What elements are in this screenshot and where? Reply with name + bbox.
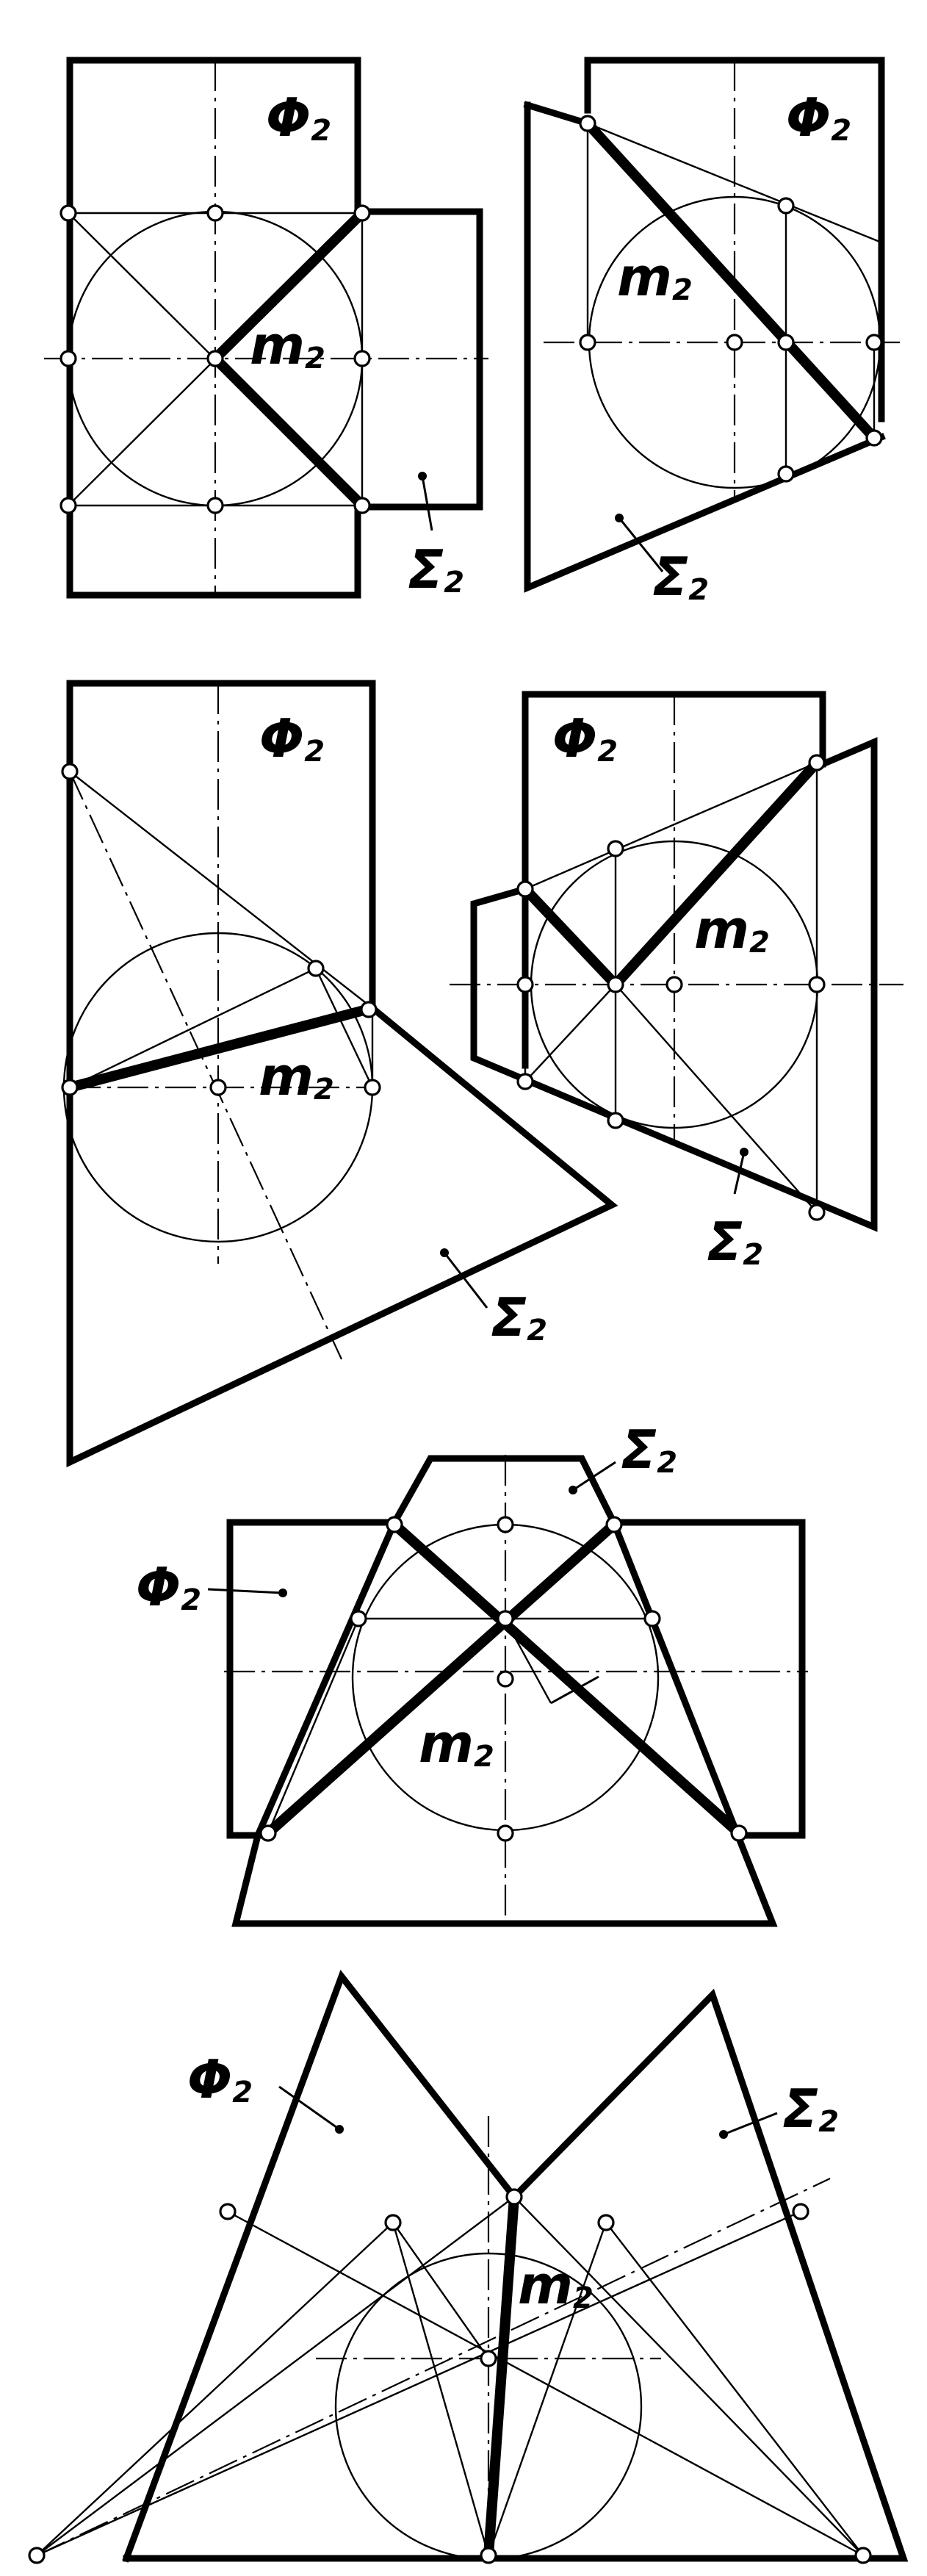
panel-6-intersection-line-m (483, 2196, 519, 2556)
panel-4: Φ2 m2 Σ2 (450, 691, 903, 1273)
panel-1-sigma-label: Σ2 (408, 539, 464, 600)
panel-4-m-label: m2 (694, 899, 770, 960)
panel-2-sigma-leader (618, 517, 664, 572)
panel-2: Φ2 m2 Σ2 (523, 57, 900, 608)
panel-6-phi-label: Φ2 (187, 2048, 253, 2110)
panel-2-m-label: m2 (617, 246, 693, 308)
panel-3-points (61, 763, 381, 1096)
panel-5-points (259, 1516, 748, 1842)
panel-3-phi-label: Φ2 (259, 708, 325, 769)
panel-6-points (28, 2188, 872, 2564)
panel-5-sigma-dot (569, 1486, 577, 1494)
panel-5-phi-label: Φ2 (136, 1556, 201, 1618)
panel-6-construction-lines (36, 2196, 864, 2557)
panel-4-points (516, 754, 826, 1221)
panel-1-points (59, 204, 371, 514)
panel-5-surface-sigma-outline (231, 1455, 778, 1927)
panel-5-sigma-leader (572, 1461, 616, 1492)
panel-4-sigma-label: Σ2 (707, 1211, 763, 1273)
panel-1-surface-phi-outline (66, 57, 361, 599)
panel-1-sigma-dot (418, 472, 427, 481)
panel-6-phi-leader (278, 2085, 340, 2131)
panel-6-slanted-axis (36, 2178, 831, 2556)
panel-3-sigma-label: Σ2 (491, 1287, 547, 1348)
panel-3-slanted-axis (69, 771, 342, 1360)
panel-5-phi-dot (278, 1589, 287, 1597)
panel-1: Φ2 m2 Σ2 (44, 57, 488, 600)
panel-3-construction-lines (69, 771, 374, 1089)
panel-5: Φ2 m2 Σ2 (136, 1419, 808, 1927)
panel-1-m-label: m2 (250, 314, 325, 376)
panel-5-m-leader (550, 1675, 599, 1705)
panel-3-sigma-leader (443, 1252, 488, 1309)
panel-3-m-label: m2 (259, 1046, 334, 1107)
panel-4-sigma-dot (740, 1148, 749, 1156)
panel-3-sigma-dot (440, 1248, 449, 1257)
panel-6: Φ2 m2 Σ2 (28, 1969, 909, 2564)
panel-3-intersection-line-m (68, 1003, 374, 1093)
panel-6-m-label: m2 (518, 2254, 594, 2316)
panel-3-surface-phi-outline (66, 680, 376, 1091)
panel-6-surface-sigma-outline (123, 1988, 909, 2562)
panel-4-intersection-line-m (521, 759, 821, 993)
panel-5-sigma-label: Σ2 (621, 1419, 677, 1481)
panel-1-sigma-leader (421, 475, 433, 531)
panel-2-surface-sigma-outline (523, 101, 886, 593)
panel-6-surface-phi-outline (122, 1969, 519, 2563)
panel-2-sigma-label: Σ2 (652, 546, 709, 608)
panel-3-surface-sigma-outline (66, 1003, 618, 1468)
panel-1-phi-label: Φ2 (266, 87, 331, 148)
panel-2-intersection-line-m (583, 120, 879, 442)
panel-5-m-label: m2 (419, 1713, 494, 1774)
panel-6-phi-dot (335, 2125, 344, 2134)
panel-2-phi-label: Φ2 (786, 87, 851, 148)
panel-2-sigma-dot (615, 514, 624, 522)
panel-1-surface-sigma-outline (354, 208, 483, 599)
panel-5-intersection-line-m (264, 1520, 743, 1838)
panel-6-sigma-label: Σ2 (782, 2078, 839, 2140)
panel-2-points (579, 115, 883, 483)
panel-6-sigma-dot (719, 2130, 728, 2139)
panel-5-phi-leader (207, 1588, 284, 1594)
panel-6-sigma-leader (723, 2112, 778, 2136)
panel-4-sigma-leader (733, 1151, 746, 1195)
panel-3: Φ2 m2 Σ2 (61, 680, 618, 1468)
panel-4-phi-label: Φ2 (552, 708, 618, 769)
